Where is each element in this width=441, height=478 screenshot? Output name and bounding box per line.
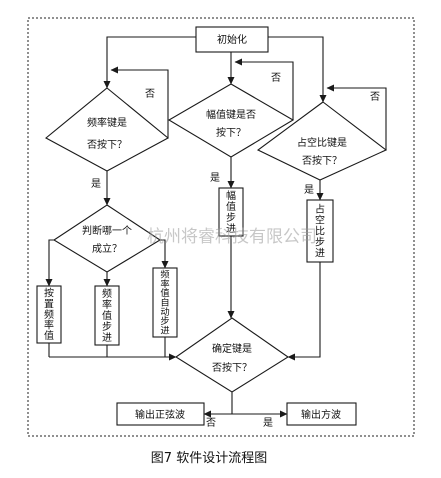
judge-decision: 判断哪一个 成立？ [52, 204, 162, 273]
figure-frame [27, 17, 415, 437]
amp-key-decision: 幅值键是否 按下？ [167, 83, 295, 158]
svg-text:按置频率值: 按置频率值 [44, 287, 54, 342]
duty-step-box: 占空比步进 [306, 199, 334, 263]
edge-amp-no-loop [234, 58, 294, 120]
init-node: 初始化 [195, 26, 269, 53]
label-freq-yes: 是 [91, 178, 101, 190]
label-amp-no: 否 [271, 72, 281, 84]
svg-text:占空比键是: 占空比键是 [297, 136, 347, 149]
duty-key-decision: 占空比键是 否按下？ [256, 101, 388, 181]
freq-auto-step-box: 频率值自动步进 [152, 267, 178, 338]
svg-text:占空比步进: 占空比步进 [315, 203, 325, 260]
edges [45, 36, 387, 418]
svg-text:否按下？: 否按下？ [87, 138, 127, 151]
svg-text:否按下？: 否按下？ [302, 154, 342, 167]
label-duty-yes: 是 [304, 184, 314, 196]
svg-text:幅值键是否: 幅值键是否 [206, 108, 256, 121]
svg-text:按下？: 按下？ [216, 126, 246, 139]
label-freq-no: 否 [145, 88, 155, 100]
freq-step-box: 频率值步进 [94, 285, 120, 346]
svg-text:否按下？: 否按下？ [212, 361, 252, 374]
svg-text:频率键是: 频率键是 [87, 116, 127, 129]
edge-judge-to-freqauto [160, 239, 169, 269]
freq-set-box: 按置频率值 [36, 285, 62, 344]
svg-text:初始化: 初始化 [217, 33, 247, 46]
svg-text:成立？: 成立？ [92, 242, 122, 255]
freq-key-decision: 频率键是 否按下？ [45, 87, 169, 172]
svg-text:输出正弦波: 输出正弦波 [135, 408, 185, 421]
edge-confirm-no [203, 392, 233, 418]
watermark-text: 杭州将睿科技有限公司 [147, 227, 317, 247]
output-square-box: 输出方波 [286, 402, 357, 426]
edge-freq-no-loop [110, 66, 169, 138]
output-sine-box: 输出正弦波 [116, 402, 205, 426]
svg-text:频率值步进: 频率值步进 [102, 287, 112, 344]
amp-step-box: 幅值步进 [218, 187, 244, 237]
confirm-key-decision: 确定键是 否按下？ [175, 317, 289, 393]
edge-judge-to-freqset [45, 239, 54, 287]
svg-text:判断哪一个: 判断哪一个 [82, 224, 132, 237]
figure-caption: 图7 软件设计流程图 [151, 451, 267, 466]
label-duty-no: 否 [370, 91, 380, 103]
edge-dutystep-to-confirm [287, 262, 321, 361]
edge-init-to-duty [268, 36, 327, 103]
svg-text:频率值自动步进: 频率值自动步进 [160, 269, 169, 337]
label-amp-yes: 是 [210, 172, 220, 184]
label-confirm-no: 否 [206, 417, 216, 429]
svg-text:幅值步进: 幅值步进 [226, 189, 236, 235]
svg-text:确定键是: 确定键是 [212, 342, 252, 355]
label-confirm-yes: 是 [263, 417, 273, 429]
svg-text:输出方波: 输出方波 [301, 408, 341, 421]
edge-duty-no-loop [326, 84, 387, 150]
edge-init-to-freq [103, 36, 196, 89]
